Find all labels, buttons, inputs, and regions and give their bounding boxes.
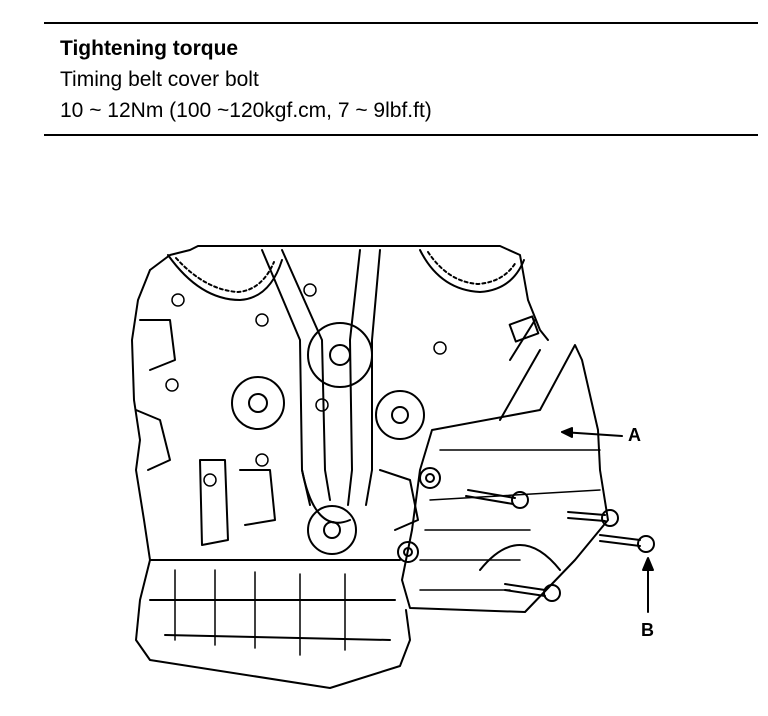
spec-item: Timing belt cover bolt bbox=[60, 68, 259, 91]
torque-spec: Tightening torque Timing belt cover bolt… bbox=[60, 33, 432, 126]
callout-label-b: B bbox=[641, 620, 654, 640]
engine-block bbox=[131, 245, 549, 689]
callout-leaders bbox=[561, 427, 654, 613]
callout-label-a: A bbox=[628, 425, 641, 445]
idler-pulleys bbox=[231, 322, 425, 555]
camshaft-sprockets bbox=[167, 249, 525, 301]
timing-belt bbox=[261, 249, 381, 524]
timing-belt-cover bbox=[397, 315, 609, 613]
bottom-rule bbox=[44, 134, 758, 136]
block-bolts bbox=[165, 283, 447, 487]
top-rule bbox=[44, 22, 758, 24]
spec-value: 10 ~ 12Nm (100 ~120kgf.cm, 7 ~ 9lbf.ft) bbox=[60, 99, 432, 122]
cover-bolts bbox=[465, 489, 655, 602]
spec-title: Tightening torque bbox=[60, 37, 239, 60]
